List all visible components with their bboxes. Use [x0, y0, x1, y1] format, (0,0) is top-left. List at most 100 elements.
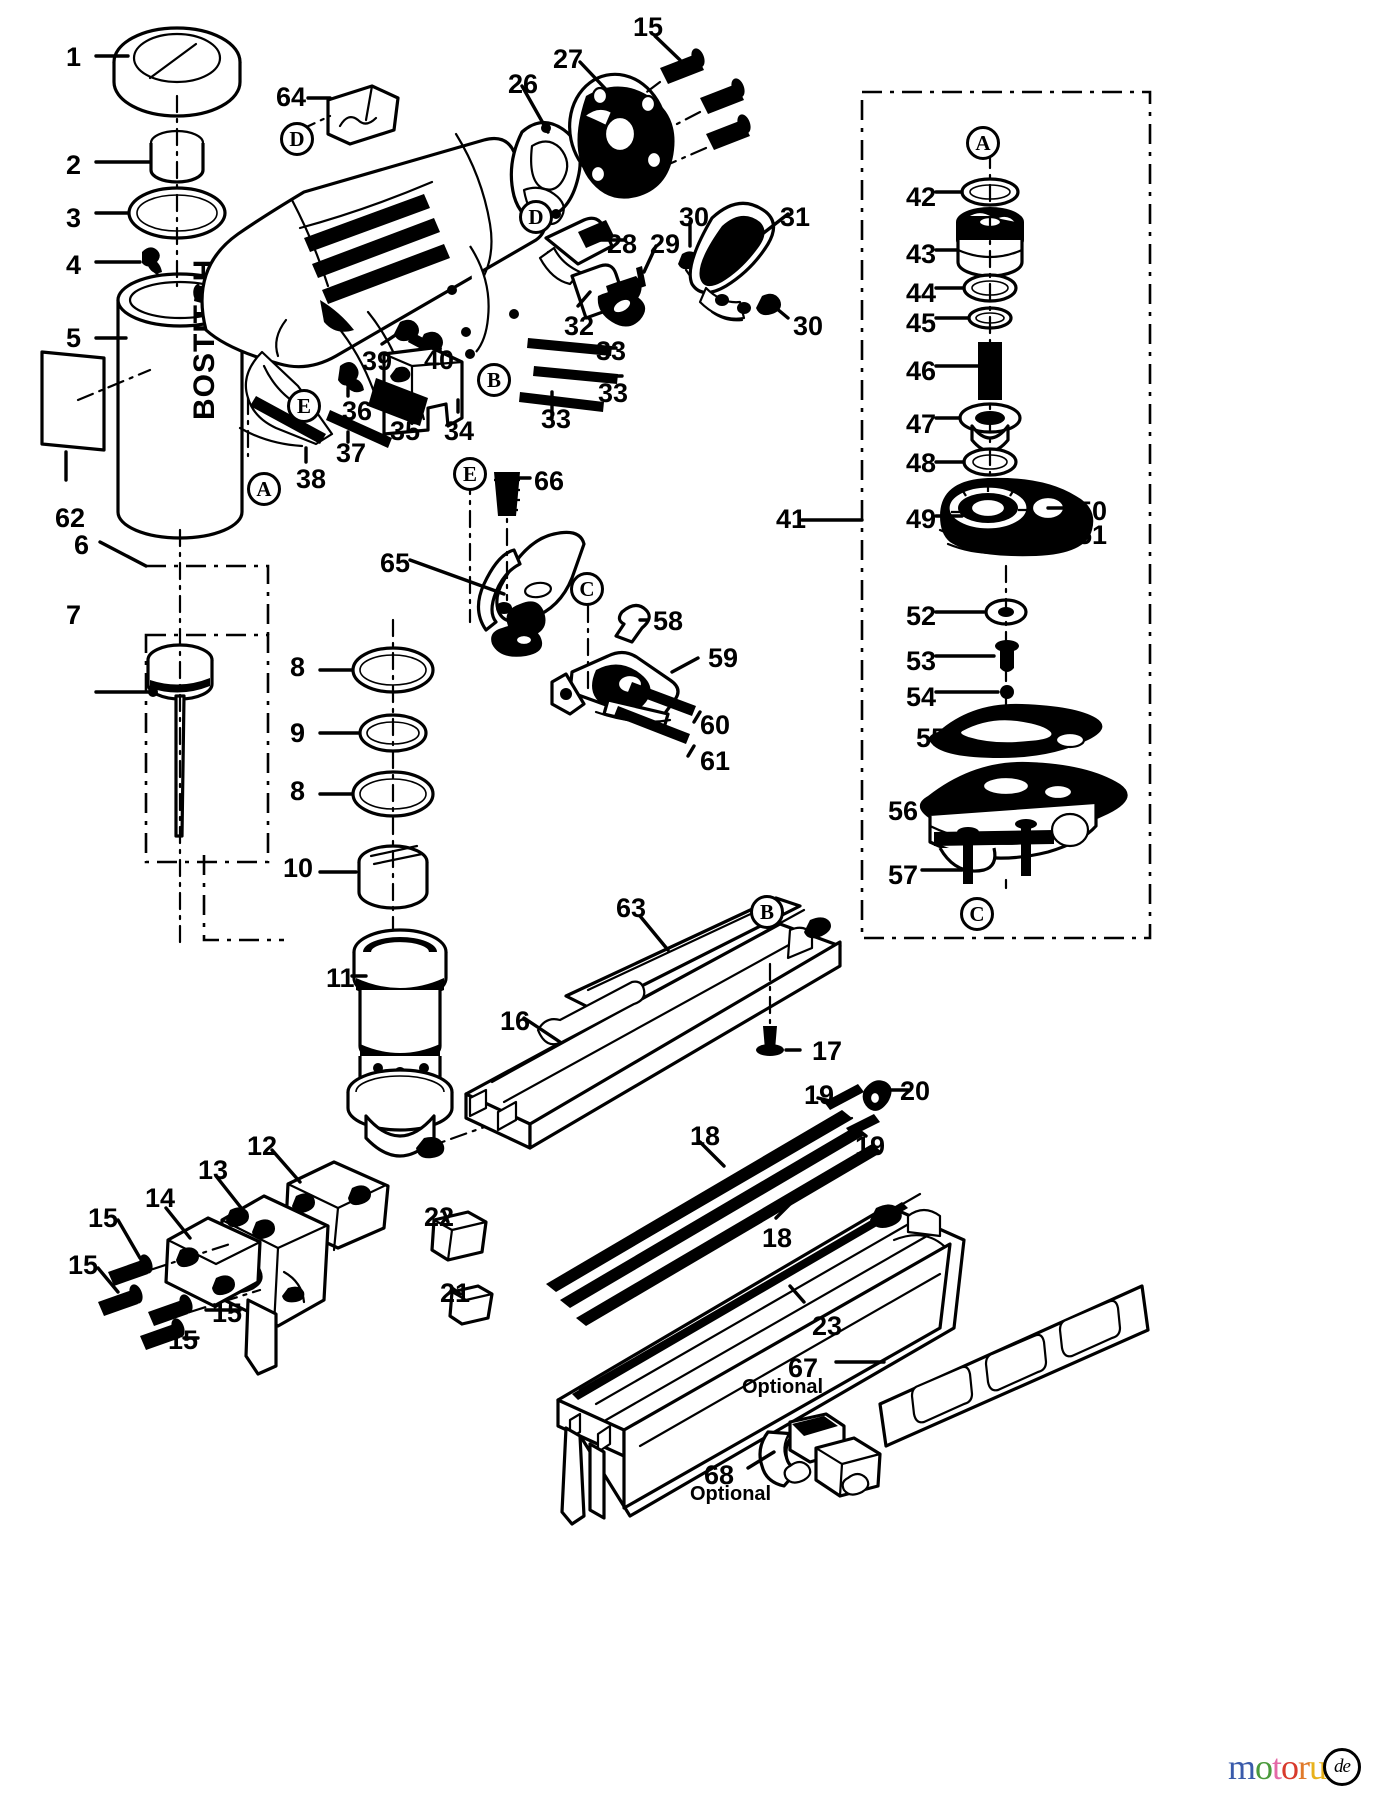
part-61-pin — [614, 706, 690, 744]
watermark-letter: t — [1271, 1747, 1282, 1787]
part-number-13: 13 — [198, 1155, 229, 1185]
part-number-1: 1 — [66, 42, 82, 72]
part-number-9: 9 — [290, 718, 306, 748]
part-57-screws — [957, 819, 1037, 884]
part-54-ball — [1000, 685, 1014, 699]
part-number-67: 67 — [788, 1353, 819, 1383]
part-33-roll-pins — [519, 338, 618, 412]
part-number-57: 57 — [888, 860, 919, 890]
reference-callout-a: A — [966, 126, 1000, 160]
reference-callout-e: E — [453, 457, 487, 491]
part-number-51: 51 — [1077, 520, 1108, 550]
part-number-64: 64 — [276, 82, 307, 112]
part-number-19: 19 — [855, 1131, 886, 1161]
part-number-68: 68 — [704, 1460, 735, 1490]
part-number-62: 62 — [55, 503, 86, 533]
part-number-52: 52 — [906, 601, 937, 631]
part-number-15: 15 — [68, 1250, 99, 1280]
reference-callout-d: D — [280, 122, 314, 156]
part-number-19: 19 — [804, 1080, 835, 1110]
part-38-pin — [250, 396, 326, 444]
part-15-cap-screws — [634, 48, 751, 170]
optional-caption: Optional — [742, 1376, 824, 1398]
part-number-40: 40 — [424, 345, 455, 375]
optional-caption: Optional — [690, 1483, 772, 1505]
part-number-36: 36 — [342, 396, 373, 426]
part-number-8: 8 — [290, 776, 306, 806]
badge-ring — [1323, 1748, 1361, 1786]
part-22-insert — [430, 1210, 488, 1262]
part-number-21: 21 — [440, 1278, 471, 1308]
assembly-6-boundary — [144, 633, 270, 864]
part-number-60: 60 — [700, 710, 731, 740]
part-29-valve-lever — [597, 266, 646, 327]
part-number-50: 50 — [1077, 496, 1108, 526]
part-number-65: 65 — [380, 548, 411, 578]
part-30-pin-lower — [756, 293, 781, 316]
part-17-screw — [756, 962, 784, 1056]
watermark-letter: u — [1309, 1747, 1327, 1787]
watermark-letter: o — [1254, 1747, 1273, 1787]
part-number-15: 15 — [212, 1298, 243, 1328]
part-31-trigger-lever — [688, 201, 776, 322]
part-number-15: 15 — [168, 1325, 199, 1355]
watermark-letter: o — [1281, 1747, 1299, 1787]
part-number-31: 31 — [780, 202, 811, 232]
part-55-gasket — [929, 703, 1103, 758]
part-number-47: 47 — [906, 409, 937, 439]
reference-callout-c: C — [570, 572, 604, 606]
part-number-15: 15 — [633, 12, 664, 42]
part-1-cap — [112, 26, 242, 118]
part-number-45: 45 — [906, 308, 937, 338]
part-number-30: 30 — [679, 202, 710, 232]
part-number-59: 59 — [708, 643, 739, 673]
part-15-bolts-lower — [98, 1242, 262, 1350]
part-20-clip — [862, 1080, 892, 1111]
part-4-clip — [142, 247, 162, 274]
part-number-39: 39 — [362, 346, 393, 376]
part-number-8: 8 — [290, 652, 306, 682]
part-36-clip — [338, 362, 364, 393]
part-23-magazine-track — [556, 1192, 966, 1526]
part-number-41: 41 — [776, 504, 807, 534]
part-62-label-plate — [40, 350, 106, 452]
watermark-letter: m — [1227, 1747, 1256, 1787]
part-number-38: 38 — [296, 464, 327, 494]
part-64-lock-piece — [326, 84, 400, 146]
reference-callout-d: D — [519, 200, 553, 234]
part-number-29: 29 — [650, 229, 681, 259]
part-number-48: 48 — [906, 448, 937, 478]
reference-callout-c: C — [960, 897, 994, 931]
part-number-63: 63 — [616, 893, 647, 923]
part-number-16: 16 — [500, 1006, 531, 1036]
part-number-2: 2 — [66, 150, 82, 180]
part-35-spring — [368, 378, 428, 426]
part-number-5: 5 — [66, 323, 82, 353]
part-59-trigger-body — [550, 650, 680, 730]
part-number-15: 15 — [88, 1203, 119, 1233]
part-number-55: 55 — [916, 723, 947, 753]
part-number-44: 44 — [906, 278, 937, 308]
part-number-33: 33 — [596, 336, 627, 366]
reference-callout-a: A — [247, 472, 281, 506]
part-number-37: 37 — [336, 438, 367, 468]
part-number-26: 26 — [508, 69, 539, 99]
part-11-nose-sleeve — [346, 928, 454, 1159]
part-number-53: 53 — [906, 646, 937, 676]
part-number-10: 10 — [283, 853, 314, 883]
part-18-pusher-rails — [546, 1110, 882, 1326]
reference-callout-e: E — [287, 389, 321, 423]
part-number-34: 34 — [444, 416, 475, 446]
part-63-cover-strip — [564, 896, 802, 1012]
part-number-28: 28 — [607, 229, 638, 259]
reference-callout-b: B — [750, 895, 784, 929]
part-16-magazine-rail — [464, 908, 842, 1150]
part-number-42: 42 — [906, 182, 937, 212]
part-number-56: 56 — [888, 796, 919, 826]
reference-callout-b: B — [477, 363, 511, 397]
part-number-18: 18 — [690, 1121, 721, 1151]
part-number-33: 33 — [541, 404, 572, 434]
part-number-12: 12 — [247, 1131, 278, 1161]
